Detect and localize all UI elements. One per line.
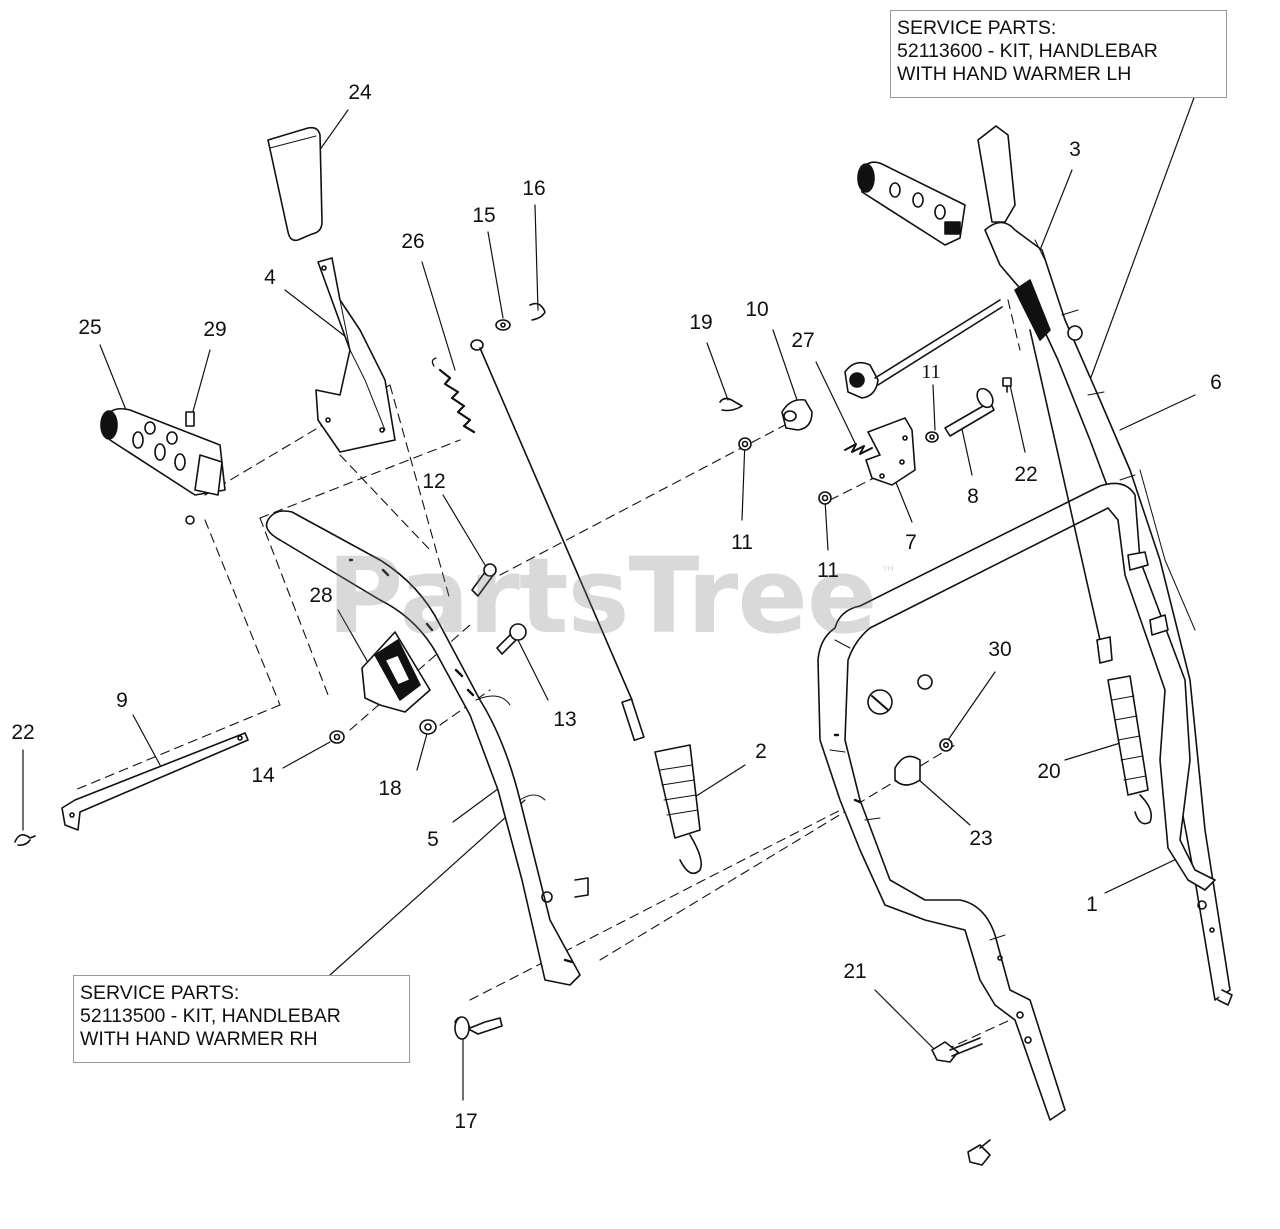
callout-18: 18 <box>378 777 402 800</box>
part-2-cable <box>470 339 703 875</box>
callout-20: 20 <box>1037 760 1061 783</box>
callout-7: 7 <box>905 531 917 554</box>
lh-hand-grip <box>857 161 966 246</box>
part-6-lh-handlebar <box>984 221 1233 1006</box>
part-30-nut <box>939 738 953 752</box>
callout-14: 14 <box>251 764 275 787</box>
part-26-spring <box>431 357 476 434</box>
part-23-spacer <box>894 755 921 786</box>
part-24-grip-cover <box>267 126 323 242</box>
callout-27: 27 <box>791 329 815 352</box>
callout-13: 13 <box>553 708 577 731</box>
callout-9: 9 <box>116 689 128 712</box>
part-21-bolt <box>931 1037 983 1063</box>
callout-22-b: 22 <box>1014 463 1038 486</box>
part-19-clip <box>719 397 743 412</box>
callout-25: 25 <box>78 316 102 339</box>
service-parts-box-rh: SERVICE PARTS: 52113500 - KIT, HANDLEBAR… <box>73 975 410 1063</box>
part-10-knob <box>781 398 813 431</box>
part-21-bolt-lower <box>967 1139 991 1166</box>
callout-3: 3 <box>1069 138 1081 161</box>
callout-23: 23 <box>969 827 993 850</box>
part-14-nut <box>329 730 345 744</box>
callout-6: 6 <box>1210 371 1222 394</box>
lh-knob-shaft <box>844 299 1003 399</box>
callout-22-a: 22 <box>11 721 35 744</box>
part-3-grip-cover <box>977 125 1016 223</box>
callout-28: 28 <box>309 584 333 607</box>
callout-26: 26 <box>401 230 425 253</box>
callout-24: 24 <box>348 81 372 104</box>
service-parts-description: WITH HAND WARMER LH <box>897 63 1132 85</box>
part-12-pin <box>471 563 497 597</box>
part-20-cable-spring <box>1029 329 1153 825</box>
callout-4: 4 <box>264 266 276 289</box>
callout-12: 12 <box>422 470 446 493</box>
service-parts-description: WITH HAND WARMER RH <box>80 1028 318 1050</box>
callout-2: 2 <box>755 740 767 763</box>
callout-5: 5 <box>427 828 439 851</box>
part-29-screw <box>185 411 195 525</box>
callout-11-c: 11 <box>921 361 941 383</box>
part-22-clip-left <box>14 834 36 846</box>
leader-lines <box>22 94 1196 1101</box>
part-8-pin <box>944 387 995 437</box>
service-parts-heading: SERVICE PARTS: <box>80 982 240 1004</box>
callout-19: 19 <box>689 311 713 334</box>
part-25-hand-grip <box>100 407 226 496</box>
part-9-rod <box>61 732 249 831</box>
part-7-bracket <box>865 417 916 486</box>
callout-11-b: 11 <box>817 559 839 582</box>
callout-15: 15 <box>472 204 496 227</box>
callout-8: 8 <box>967 485 979 508</box>
part-22-screw-right <box>1002 377 1012 393</box>
callout-29: 29 <box>203 318 227 341</box>
callout-16: 16 <box>522 177 546 200</box>
part-16-clip <box>529 302 546 321</box>
part-18-nut <box>419 719 437 735</box>
callout-30: 30 <box>988 638 1012 661</box>
part-28-bracket-plate <box>361 631 431 713</box>
callout-11-a: 11 <box>731 531 753 554</box>
part-1-lower-handlebar <box>817 482 1216 1121</box>
part-11-nut-c <box>925 431 939 443</box>
service-parts-heading: SERVICE PARTS: <box>897 17 1057 39</box>
part-4-bracket <box>315 257 396 453</box>
service-parts-kit: 52113500 - KIT, HANDLEBAR <box>80 1005 341 1027</box>
callout-17: 17 <box>454 1110 478 1133</box>
part-5-right-handlebar <box>265 510 589 986</box>
part-27-spring <box>844 443 873 455</box>
service-parts-kit: 52113600 - KIT, HANDLEBAR <box>897 40 1158 62</box>
part-11-nut-b <box>818 491 832 505</box>
part-13-pin <box>496 623 527 655</box>
callout-1: 1 <box>1086 893 1098 916</box>
callout-10: 10 <box>745 298 769 321</box>
part-17-bolt <box>454 1016 503 1040</box>
service-parts-box-lh: SERVICE PARTS: 52113600 - KIT, HANDLEBAR… <box>890 10 1227 98</box>
part-15-washer <box>495 319 511 331</box>
callout-21: 21 <box>843 960 867 983</box>
part-11-nut-a <box>738 437 752 451</box>
